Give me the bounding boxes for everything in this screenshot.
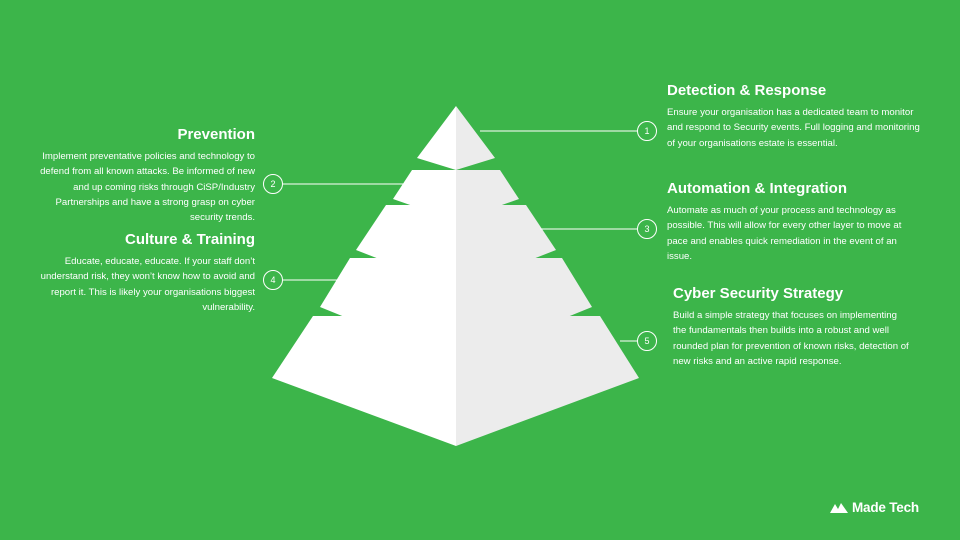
pyramid-tier-2-left	[393, 170, 456, 221]
pyramid-tier-3-left	[356, 205, 456, 289]
layer-2-description: Implement preventative policies and tech…	[40, 151, 255, 224]
layer-1-description: Ensure your organisation has a dedicated…	[667, 107, 920, 149]
pyramid-tier-4-right	[456, 258, 592, 362]
layer-5-block: Cyber Security Strategy Build a simple s…	[673, 284, 911, 369]
pyramid-tier-5-left	[272, 316, 456, 446]
pyramid-tier-4-left	[320, 258, 456, 362]
layer-5-title: Cyber Security Strategy	[673, 285, 844, 302]
layer-4-number-badge: 4	[263, 270, 283, 290]
pyramid-tier-5-right	[456, 316, 639, 446]
layer-2-title: Prevention	[177, 126, 255, 143]
layer-1-number-badge: 1	[637, 121, 657, 141]
layer-3-description: Automate as much of your process and tec…	[667, 205, 902, 262]
layer-2-block: Prevention Implement preventative polici…	[24, 125, 255, 225]
made-tech-logo: Made Tech	[830, 498, 919, 516]
layer-4-description: Educate, educate, educate. If your staff…	[40, 256, 255, 313]
layer-3-block: Automation & Integration Automate as muc…	[667, 179, 915, 264]
pyramid-tier-1-right	[456, 106, 495, 170]
layer-4-block: Culture & Training Educate, educate, edu…	[30, 230, 255, 315]
layer-3-title: Automation & Integration	[667, 180, 847, 197]
pyramid-tier-2-right	[456, 170, 519, 221]
layer-2-number-badge: 2	[263, 174, 283, 194]
pyramid-tier-1-left	[417, 106, 456, 170]
layer-5-number-badge: 5	[637, 331, 657, 351]
layer-1-title: Detection & Response	[667, 82, 827, 99]
layer-4-title: Culture & Training	[124, 231, 255, 248]
pyramid-tier-3-right	[456, 205, 556, 289]
layer-1-block: Detection & Response Ensure your organis…	[667, 81, 922, 151]
mountain-logo-icon	[830, 502, 848, 513]
layer-3-number-badge: 3	[637, 219, 657, 239]
layer-5-description: Build a simple strategy that focuses on …	[673, 310, 909, 367]
brand-name: Made Tech	[852, 499, 919, 515]
